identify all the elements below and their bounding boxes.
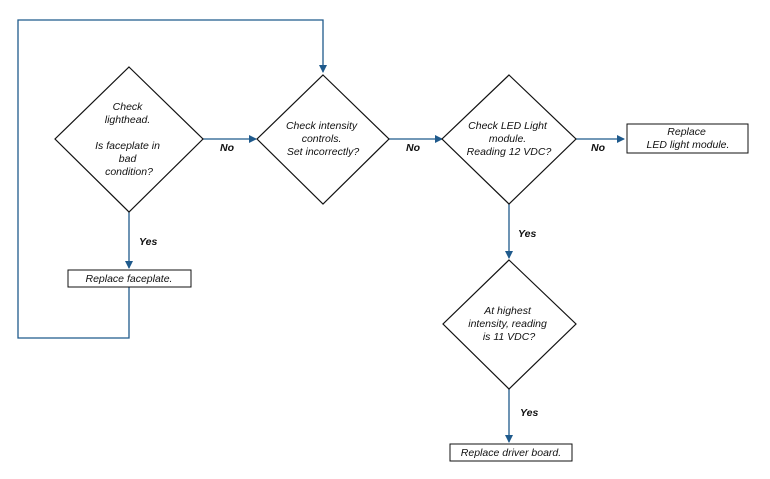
edge-label-lighthead-yes: Yes <box>139 236 157 248</box>
replace-faceplate-box <box>67 269 192 288</box>
replace-driver-board-text: Replace driver board. <box>461 447 561 459</box>
check-lighthead-diamond <box>54 66 204 213</box>
replace-faceplate-text: Replace faceplate. <box>86 273 173 285</box>
check-led-module-text: Check LED Light module. Reading 12 VDC? <box>467 120 552 158</box>
highest-intensity-diamond <box>442 259 577 390</box>
replace-driver-board-box <box>449 443 573 462</box>
edge-label-intensity-no: No <box>406 142 421 154</box>
edge-label-led-no: No <box>591 142 606 154</box>
check-led-module-diamond <box>441 74 577 205</box>
edge-label-highest-yes: Yes <box>520 407 538 419</box>
connectors <box>17 19 625 443</box>
edge-label-lighthead-no: No <box>220 142 235 154</box>
check-intensity-diamond <box>256 74 390 205</box>
highest-intensity-text: At highest intensity, reading is 11 VDC? <box>468 305 550 343</box>
check-lighthead-text: Check lighthead. Is faceplate in bad con… <box>95 101 163 178</box>
replace-led-module-box <box>626 123 749 154</box>
check-intensity-text: Check intensity controls. Set incorrectl… <box>286 120 360 158</box>
edge-label-led-yes: Yes <box>518 228 536 240</box>
loop-back-connector <box>17 19 327 339</box>
replace-led-module-text: Replace LED light module. <box>647 126 730 151</box>
